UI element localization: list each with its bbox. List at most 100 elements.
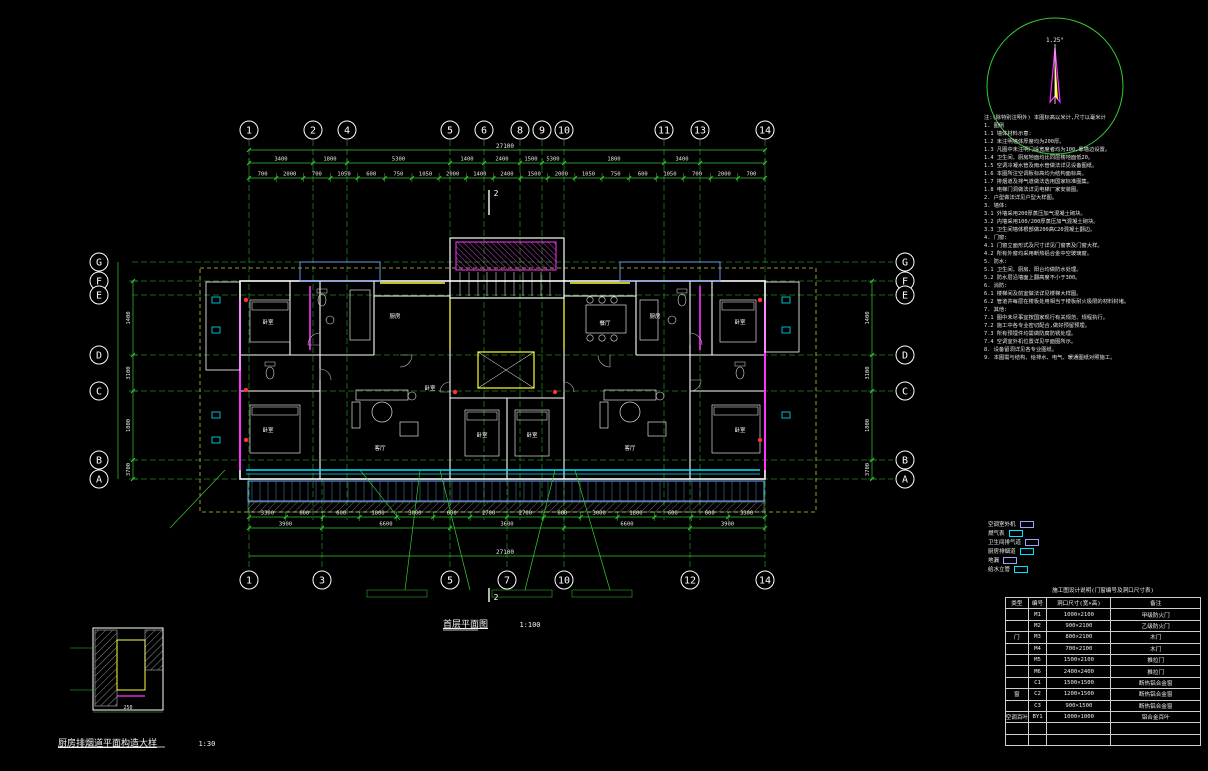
table-cell: 1200×1500: [1047, 689, 1112, 700]
axis-bubble-bottom-label: 14: [759, 576, 771, 587]
legend-swatch: [1019, 520, 1034, 528]
table-cell: 木门: [1111, 632, 1201, 643]
living-left-armchair: [399, 421, 419, 437]
room-label: 卧室: [734, 426, 746, 434]
table-cell: [1047, 734, 1112, 746]
balcony-slab: [247, 501, 765, 513]
room-label: 客厅: [624, 444, 636, 452]
note-line: 7.4 空调室外机位置详见平面图所示。: [984, 339, 1077, 345]
note-line: 2. 户型做法详见户型大样图。: [984, 195, 1058, 201]
table-cell: [1005, 700, 1029, 711]
dim-top-row2-text: 2000: [718, 172, 731, 178]
dim-bottom-row2-text: 6600: [379, 522, 392, 528]
note-line: 1.6 本图所注空调板标高均为结构面标高。: [984, 171, 1087, 177]
dim-total-top: 27100: [496, 143, 514, 150]
leader-line: [359, 469, 401, 521]
annotation-dot: [243, 437, 249, 443]
living-right-armchair: [647, 421, 667, 437]
axis-bubble-left: [89, 345, 109, 365]
axis-bubble-right: [895, 450, 915, 470]
legend-item: 给水立管: [988, 565, 1108, 573]
north-circle: [986, 17, 1124, 155]
dim-top-row1-text: 3400: [274, 157, 287, 163]
axis-bubble-top-label: 1: [246, 126, 252, 137]
dim-left-text: 3700: [126, 463, 132, 476]
dim-bottom-row1-text: 600: [668, 511, 678, 517]
ac-unit-mark: [211, 326, 221, 334]
dim-top-row2-text: 2000: [283, 172, 296, 178]
table-cell: 空调百叶: [1005, 711, 1029, 723]
bed-sw-pillow: [251, 406, 299, 416]
axis-bubble-top-label: 4: [344, 126, 350, 137]
dining-chair: [586, 296, 594, 304]
dim-right-text: 3100: [865, 366, 871, 379]
table-cell: 1500×2100: [1047, 654, 1112, 666]
dim-bottom-row1-text: 3000: [593, 511, 606, 517]
main-scale-text: 1:100: [519, 621, 541, 629]
axis-bubble-right-label: B: [902, 456, 908, 467]
axis-bubble-bottom-label: 10: [558, 576, 570, 587]
table-cell: 门: [1005, 632, 1029, 643]
axis-bubble-left-label: A: [96, 475, 102, 486]
axis-bubble-top: [654, 120, 674, 140]
dim-bottom-row2-text: 6600: [620, 522, 633, 528]
axis-bubble-left: [89, 252, 109, 272]
dim-top-row2-text: 1050: [419, 172, 432, 178]
note-line: 1.2 未注明墙体厚度均为200厚。: [984, 139, 1065, 145]
table-cell: 800×2100: [1047, 632, 1112, 643]
basin: [667, 315, 677, 325]
legend-item: 地漏: [988, 556, 1108, 564]
dim-top-row2-text: 600: [366, 172, 376, 178]
leader-tag: [491, 589, 553, 598]
room-label: 卧室: [262, 318, 274, 326]
axis-bubble-right: [895, 381, 915, 401]
table-cell: [1111, 734, 1201, 746]
room-label: 厨房: [649, 312, 661, 320]
table-cell: C1: [1029, 677, 1048, 689]
note-line: 6.1 楼梯间及前室做法详见楼梯大样图。: [984, 291, 1082, 297]
dim-top-row2-text: 750: [393, 172, 403, 178]
toilet-w: [265, 366, 275, 380]
living-left-plant: [407, 391, 417, 401]
dim-bottom-row2-text: 3600: [500, 522, 513, 528]
table-cell: [1111, 723, 1201, 734]
legend-label: 卫生间排气道: [988, 540, 1022, 546]
ac-platform-left: [205, 281, 241, 371]
toilet-ne: [735, 366, 745, 380]
note-line: 6.2 管道井每层在楼板处用相当于楼板耐火极限的材料封堵。: [984, 299, 1130, 305]
note-line: 5.1 卫生间、厨房、阳台均做防水处理。: [984, 267, 1082, 273]
table-cell: 类型: [1005, 598, 1029, 609]
toilet-w-tank: [264, 361, 276, 367]
ac-unit-mark: [781, 411, 791, 419]
axis-bubble-right: [895, 345, 915, 365]
axis-bubble-top: [510, 120, 530, 140]
table-row: [1005, 723, 1201, 735]
legend-label: 给水立管: [988, 567, 1011, 573]
living-left-sofa: [355, 389, 409, 401]
note-line: 5. 防水:: [984, 259, 1008, 265]
axis-bubble-top: [474, 120, 494, 140]
table-cell: BY1: [1029, 711, 1048, 723]
axis-bubble-bottom: [554, 570, 574, 590]
axis-bubble-top-label: 5: [447, 126, 453, 137]
door-swing: [399, 354, 413, 368]
table-cell: 2400×2400: [1047, 666, 1112, 677]
dim-top-row2-text: 1050: [337, 172, 350, 178]
table-cell: 700×2100: [1047, 643, 1112, 654]
axis-bubble-right-label: A: [902, 475, 908, 486]
dim-top-row2-text: 750: [611, 172, 621, 178]
dim-bottom-row2-text: 3900: [279, 522, 292, 528]
site-boundary: [199, 267, 817, 513]
dim-top-row2-text: 1050: [582, 172, 595, 178]
table-cell: 备注: [1111, 598, 1201, 609]
door-swing: [307, 332, 321, 346]
north-bay-left: [299, 261, 381, 282]
leader-line: [574, 469, 611, 591]
